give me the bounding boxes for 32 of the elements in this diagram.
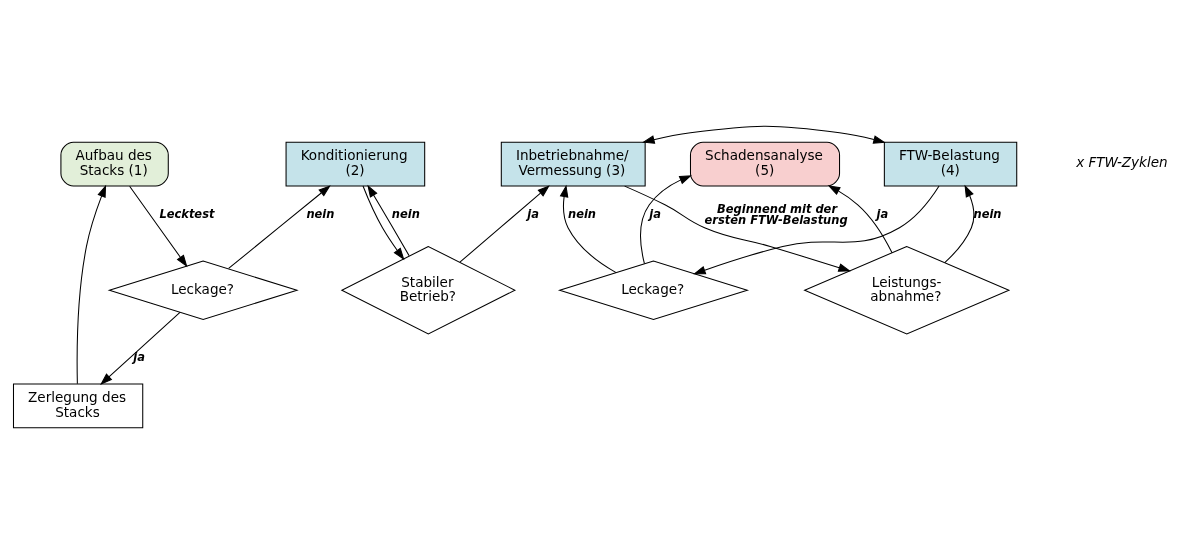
node-box: Inbetriebnahme/ Vermessung (3) [500,141,646,187]
node-box: Aufbau des Stacks (1) [60,141,169,187]
arrow [624,185,851,272]
arrow [459,185,550,263]
arrow [827,185,893,254]
arrow [228,185,331,269]
edge-label: Beginnend mit der ersten FTW-Belastung [704,201,848,228]
arrow [76,184,107,385]
arrow [642,125,886,144]
edge-label: Lecktest [159,207,215,222]
arrow [100,311,181,385]
edge-label: ja [876,207,889,222]
node-diamond: Leckage? [107,260,299,320]
edge-label: nein [306,207,335,222]
edge-label: ja [649,207,661,222]
node-box: FTW-Belastung (4) [883,141,1018,187]
node-box: Zerlegung des Stacks [12,383,144,429]
arrow [640,175,692,265]
edge-label: ja [527,207,540,222]
label: x FTW-Zyklen [1076,153,1168,170]
node-box: Schadensanalyse (5) [689,141,841,187]
edge-label: nein [973,207,1002,222]
node-diamond: Leistungs- abnahme? [803,245,1011,335]
edge-label: nein [391,207,420,222]
arrow [129,185,188,268]
edge-label: ja [133,349,146,364]
edge-label: nein [568,207,597,222]
arrow [693,185,940,275]
node-diamond: Leckage? [557,260,750,320]
node-box: Konditionierung (2) [285,141,426,187]
arrow [559,184,617,274]
arrow [944,184,975,264]
